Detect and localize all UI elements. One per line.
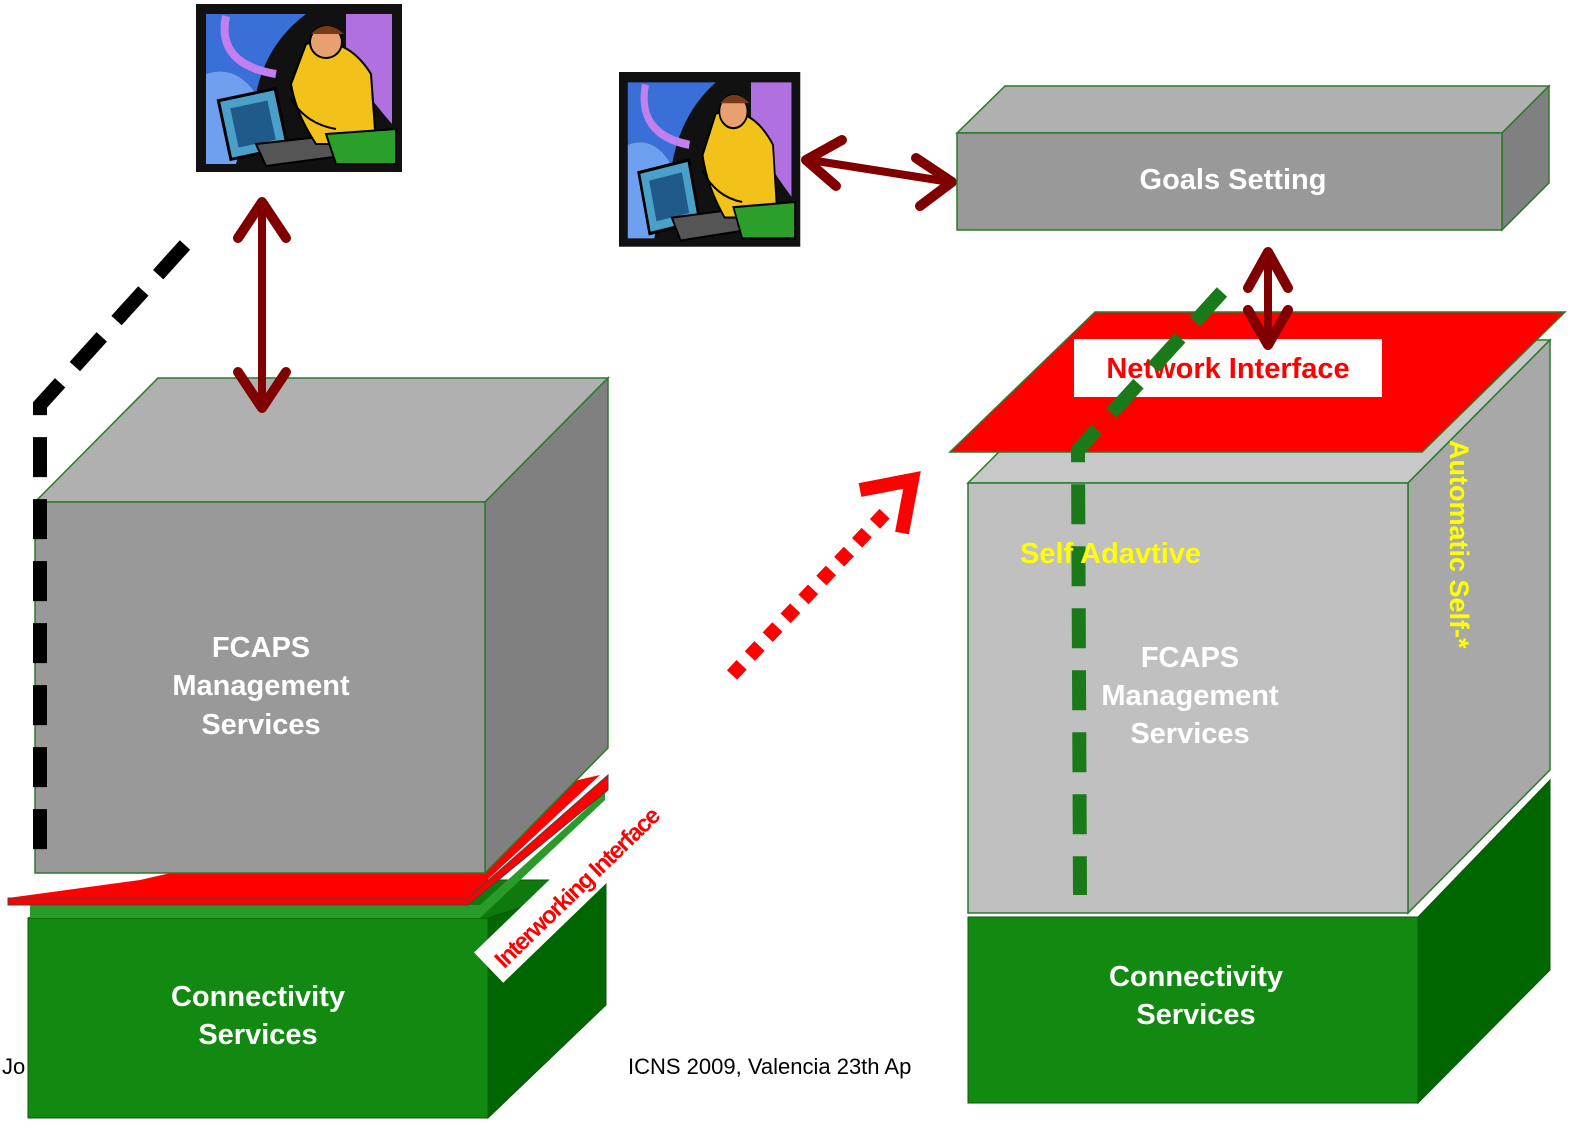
right-connectivity-front <box>967 916 1419 1104</box>
network-interface-label: Network Interface <box>1106 353 1349 385</box>
right-double-arrow <box>1243 247 1293 350</box>
left-double-arrow <box>233 197 291 413</box>
footer-center: ICNS 2009, Valencia 23th Ap <box>628 1054 911 1079</box>
interworking-label-bg <box>474 751 712 983</box>
left-fcaps-front <box>34 501 486 874</box>
person-at-computer-icon-2 <box>619 72 800 247</box>
left-connectivity-front <box>27 917 489 1119</box>
goals-label: Goals Setting <box>1140 164 1327 196</box>
evolution-arrow <box>726 471 921 680</box>
self-adaptive-label: Self Adavtive <box>1020 538 1201 570</box>
right-connectivity-label-2: Services <box>1136 999 1255 1031</box>
left-black-dashed-path <box>33 240 191 855</box>
left-fcaps-label-3: Services <box>201 709 320 741</box>
network-interface-label-bg <box>1074 339 1382 397</box>
person-at-computer-icon <box>196 4 402 172</box>
left-connectivity-label-2: Services <box>198 1019 317 1051</box>
right-fcaps-label-2: Management <box>1101 680 1279 712</box>
left-connectivity-label-1: Connectivity <box>171 981 345 1013</box>
right-fcaps-front <box>967 482 1409 914</box>
footer-left: Jo <box>2 1054 25 1079</box>
green-dashed-path <box>1070 287 1228 896</box>
goals-bar-front <box>956 132 1503 231</box>
goals-bar-top <box>955 85 1551 134</box>
right-connectivity-label-1: Connectivity <box>1109 961 1283 993</box>
right-fcaps-label-1: FCAPS <box>1141 642 1239 674</box>
left-fcaps-label-2: Management <box>172 670 350 702</box>
right-fcaps-label-3: Services <box>1130 718 1249 750</box>
automatic-self-label: Automatic Self-* <box>1444 440 1474 649</box>
goals-double-arrow <box>801 135 957 211</box>
left-fcaps-label-1: FCAPS <box>212 632 310 664</box>
